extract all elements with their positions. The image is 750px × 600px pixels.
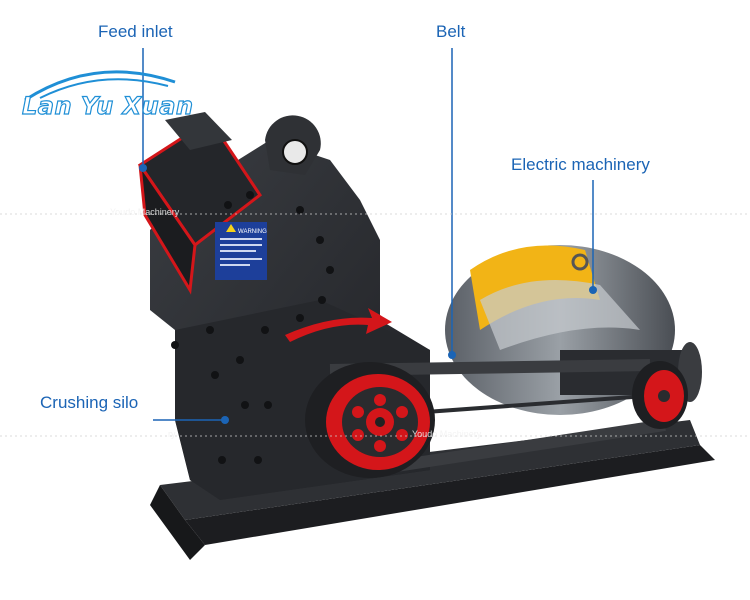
label-electric-machinery: Electric machinery	[511, 155, 650, 174]
warning-sign-title: WARNING	[238, 229, 267, 235]
feed-inlet-hopper	[137, 112, 263, 295]
brand-logo: Lan Yu Xuan	[21, 91, 194, 120]
callout-dots	[139, 164, 597, 424]
warning-sign: WARNING	[215, 222, 267, 280]
watermark-edge: ry	[168, 429, 176, 439]
watermark-guides	[0, 213, 750, 437]
rotation-arrow	[285, 308, 392, 342]
logo-swoosh	[24, 70, 176, 102]
large-pulley	[305, 362, 435, 478]
label-belt: Belt	[436, 22, 466, 41]
label-feed-inlet: Feed inlet	[98, 22, 173, 41]
callout-lines	[142, 48, 594, 421]
watermark-left: Youdo Machinery	[110, 207, 180, 217]
watermark-center: Youdo Machinery	[412, 429, 482, 439]
bolts	[171, 191, 334, 464]
motor-pulley	[632, 361, 688, 429]
label-crushing-silo: Crushing silo	[40, 393, 139, 412]
